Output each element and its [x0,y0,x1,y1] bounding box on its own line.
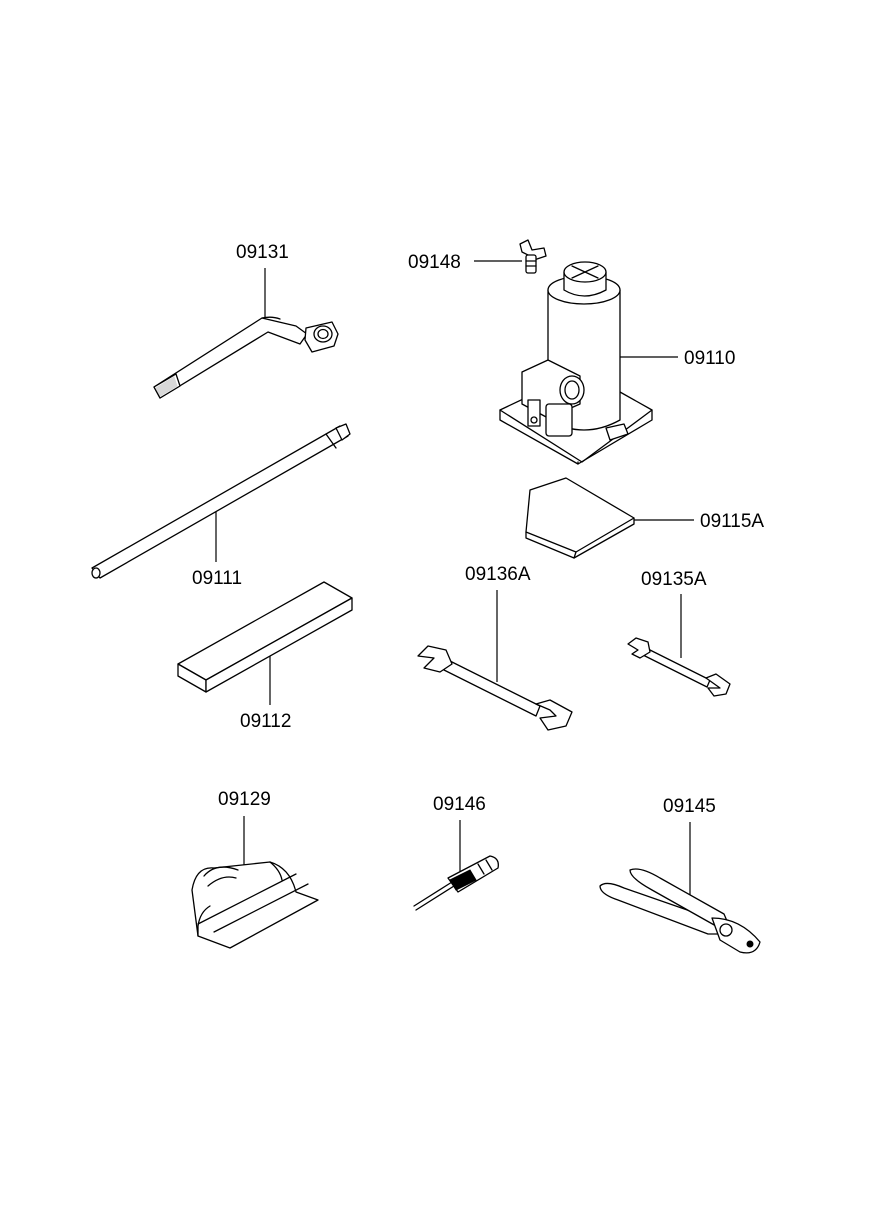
jack-pad-drawing [525,477,635,559]
part-09112: 09112 [177,581,353,732]
jack-handle-bar-drawing [91,423,351,579]
part-label-09146: 09146 [433,794,486,815]
part-09110: 09110 [499,261,735,465]
tool-bag-drawing [191,861,319,949]
part-09129: 09129 [191,789,319,949]
part-label-09129: 09129 [218,789,271,810]
part-label-09136A: 09136A [465,564,531,585]
part-09131: 09131 [153,242,339,399]
part-09146: 09146 [413,794,499,911]
part-label-09145: 09145 [663,796,716,817]
part-09111: 09111 [91,423,351,589]
part-label-09112: 09112 [240,711,291,732]
pliers-drawing [599,868,761,954]
part-label-09110: 09110 [684,348,735,369]
part-label-09131: 09131 [236,242,289,263]
part-09148: 09148 [408,239,547,274]
part-09115A: 09115A [525,477,764,559]
part-label-09135A: 09135A [641,569,707,590]
wheel-wrench-drawing [153,316,339,399]
part-label-09111: 09111 [192,568,242,589]
part-label-09148: 09148 [408,252,461,273]
open-end-wrench-large-drawing [417,645,573,731]
part-09136A: 09136A [417,564,573,731]
part-09145: 09145 [599,796,761,954]
open-end-wrench-small-drawing [627,637,731,697]
bottle-jack-drawing [499,261,653,465]
part-label-09115A: 09115A [700,511,764,532]
screwdriver-drawing [413,855,499,911]
wing-bolt-drawing [519,239,547,274]
wood-block-drawing [177,581,353,693]
part-09135A: 09135A [627,569,731,697]
